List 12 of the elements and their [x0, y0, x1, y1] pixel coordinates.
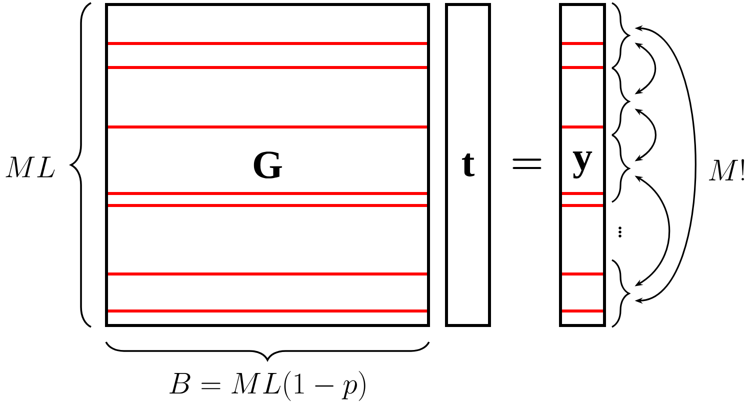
brace-label: $B = ML(1-p)$	[169, 371, 366, 401]
brace	[612, 259, 630, 328]
matrix-box: $\mathbf{G}$	[105, 3, 430, 327]
brace-label: $ML$	[6, 156, 55, 178]
vector-box: $\mathbf{y}$	[559, 3, 606, 327]
brace	[612, 67, 630, 136]
brace	[612, 134, 630, 203]
vertical-ellipsis: $\vdots$	[618, 226, 622, 238]
vector-box: $\mathbf{t}$	[445, 3, 491, 327]
brace	[612, 2, 630, 69]
edge-label: $M!$	[706, 158, 747, 182]
equals-sign: $=$	[512, 158, 542, 170]
